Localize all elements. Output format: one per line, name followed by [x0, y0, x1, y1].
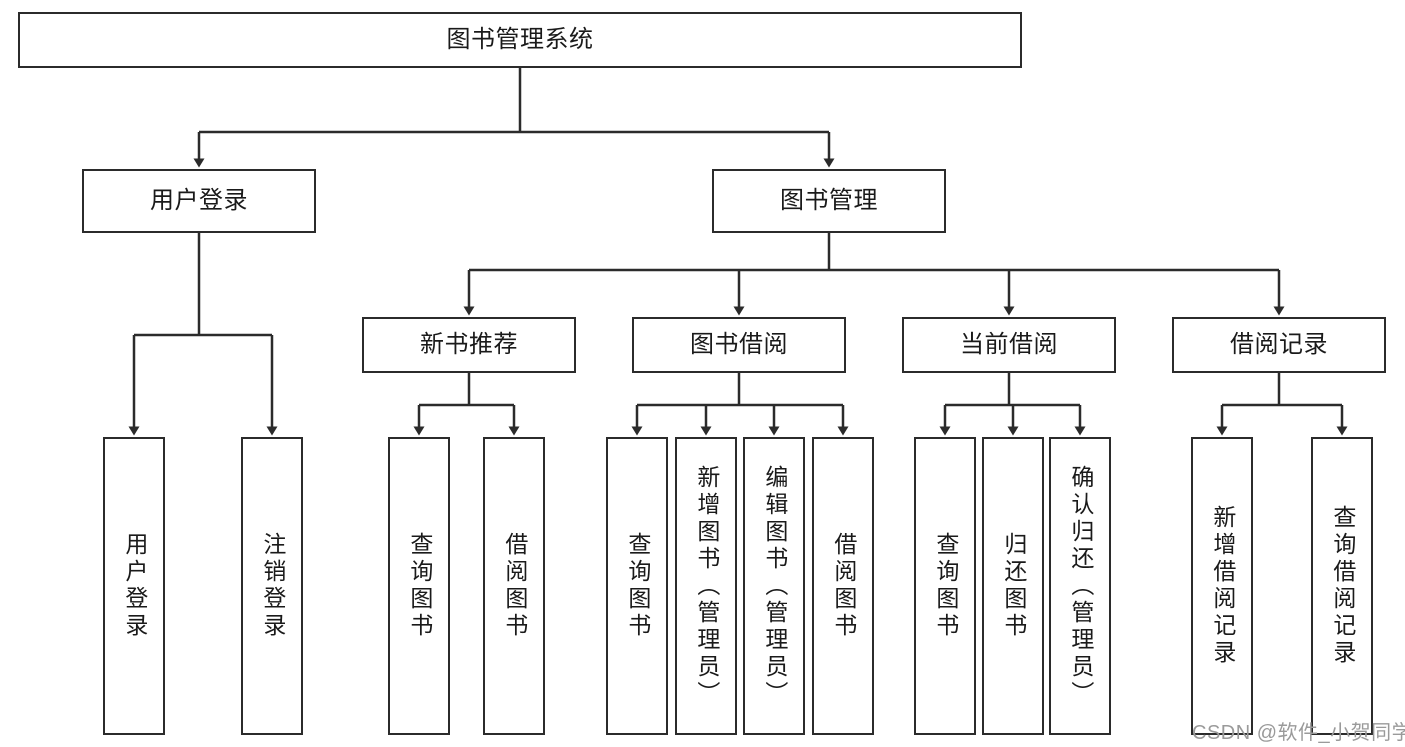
- leaf-book-borrow-borrow[interactable]: 借阅图书: [812, 437, 874, 735]
- node-label: 新增图书（管理员）: [693, 464, 720, 708]
- node-label: 当前借阅: [960, 330, 1058, 358]
- node-label: 图书管理: [780, 186, 878, 214]
- leaf-user-login-signin[interactable]: 用户登录: [103, 437, 165, 735]
- node-label: 新增借阅记录: [1209, 505, 1236, 667]
- node-label: 图书管理系统: [446, 25, 594, 53]
- watermark: CSDN @软件_小贺同学: [1192, 722, 1405, 744]
- node-label: 确认归还（管理员）: [1067, 464, 1094, 708]
- leaf-current-borrow-return[interactable]: 归还图书: [982, 437, 1044, 735]
- node-label: 用户登录: [121, 532, 148, 640]
- node-label: 借阅图书: [830, 532, 857, 640]
- node-label: 借阅图书: [501, 532, 528, 640]
- leaf-current-borrow-query[interactable]: 查询图书: [914, 437, 976, 735]
- node-current-borrowing[interactable]: 当前借阅: [902, 317, 1116, 373]
- leaf-current-borrow-confirm-return-admin[interactable]: 确认归还（管理员）: [1049, 437, 1111, 735]
- node-book-borrowing[interactable]: 图书借阅: [632, 317, 846, 373]
- leaf-user-login-signout[interactable]: 注销登录: [241, 437, 303, 735]
- node-label: 归还图书: [1000, 532, 1027, 640]
- leaf-book-borrow-edit-admin[interactable]: 编辑图书（管理员）: [743, 437, 805, 735]
- node-label: 查询借阅记录: [1329, 505, 1356, 667]
- node-label: 查询图书: [932, 532, 959, 640]
- node-label: 新书推荐: [420, 330, 518, 358]
- leaf-borrow-record-add[interactable]: 新增借阅记录: [1191, 437, 1253, 735]
- leaf-borrow-record-query[interactable]: 查询借阅记录: [1311, 437, 1373, 735]
- leaf-book-borrow-add-admin[interactable]: 新增图书（管理员）: [675, 437, 737, 735]
- node-user-login[interactable]: 用户登录: [82, 169, 316, 233]
- leaf-new-book-borrow[interactable]: 借阅图书: [483, 437, 545, 735]
- leaf-book-borrow-query[interactable]: 查询图书: [606, 437, 668, 735]
- node-label: 编辑图书（管理员）: [761, 464, 788, 708]
- node-label: 用户登录: [150, 186, 248, 214]
- node-book-management[interactable]: 图书管理: [712, 169, 946, 233]
- node-label: 图书借阅: [690, 330, 788, 358]
- node-label: 查询图书: [624, 532, 651, 640]
- leaf-new-book-query[interactable]: 查询图书: [388, 437, 450, 735]
- node-new-book-recommendation[interactable]: 新书推荐: [362, 317, 576, 373]
- node-label: 查询图书: [406, 532, 433, 640]
- node-label: 注销登录: [259, 532, 286, 640]
- node-borrowing-records[interactable]: 借阅记录: [1172, 317, 1386, 373]
- node-label: 借阅记录: [1230, 330, 1328, 358]
- node-root-book-management-system[interactable]: 图书管理系统: [18, 12, 1022, 68]
